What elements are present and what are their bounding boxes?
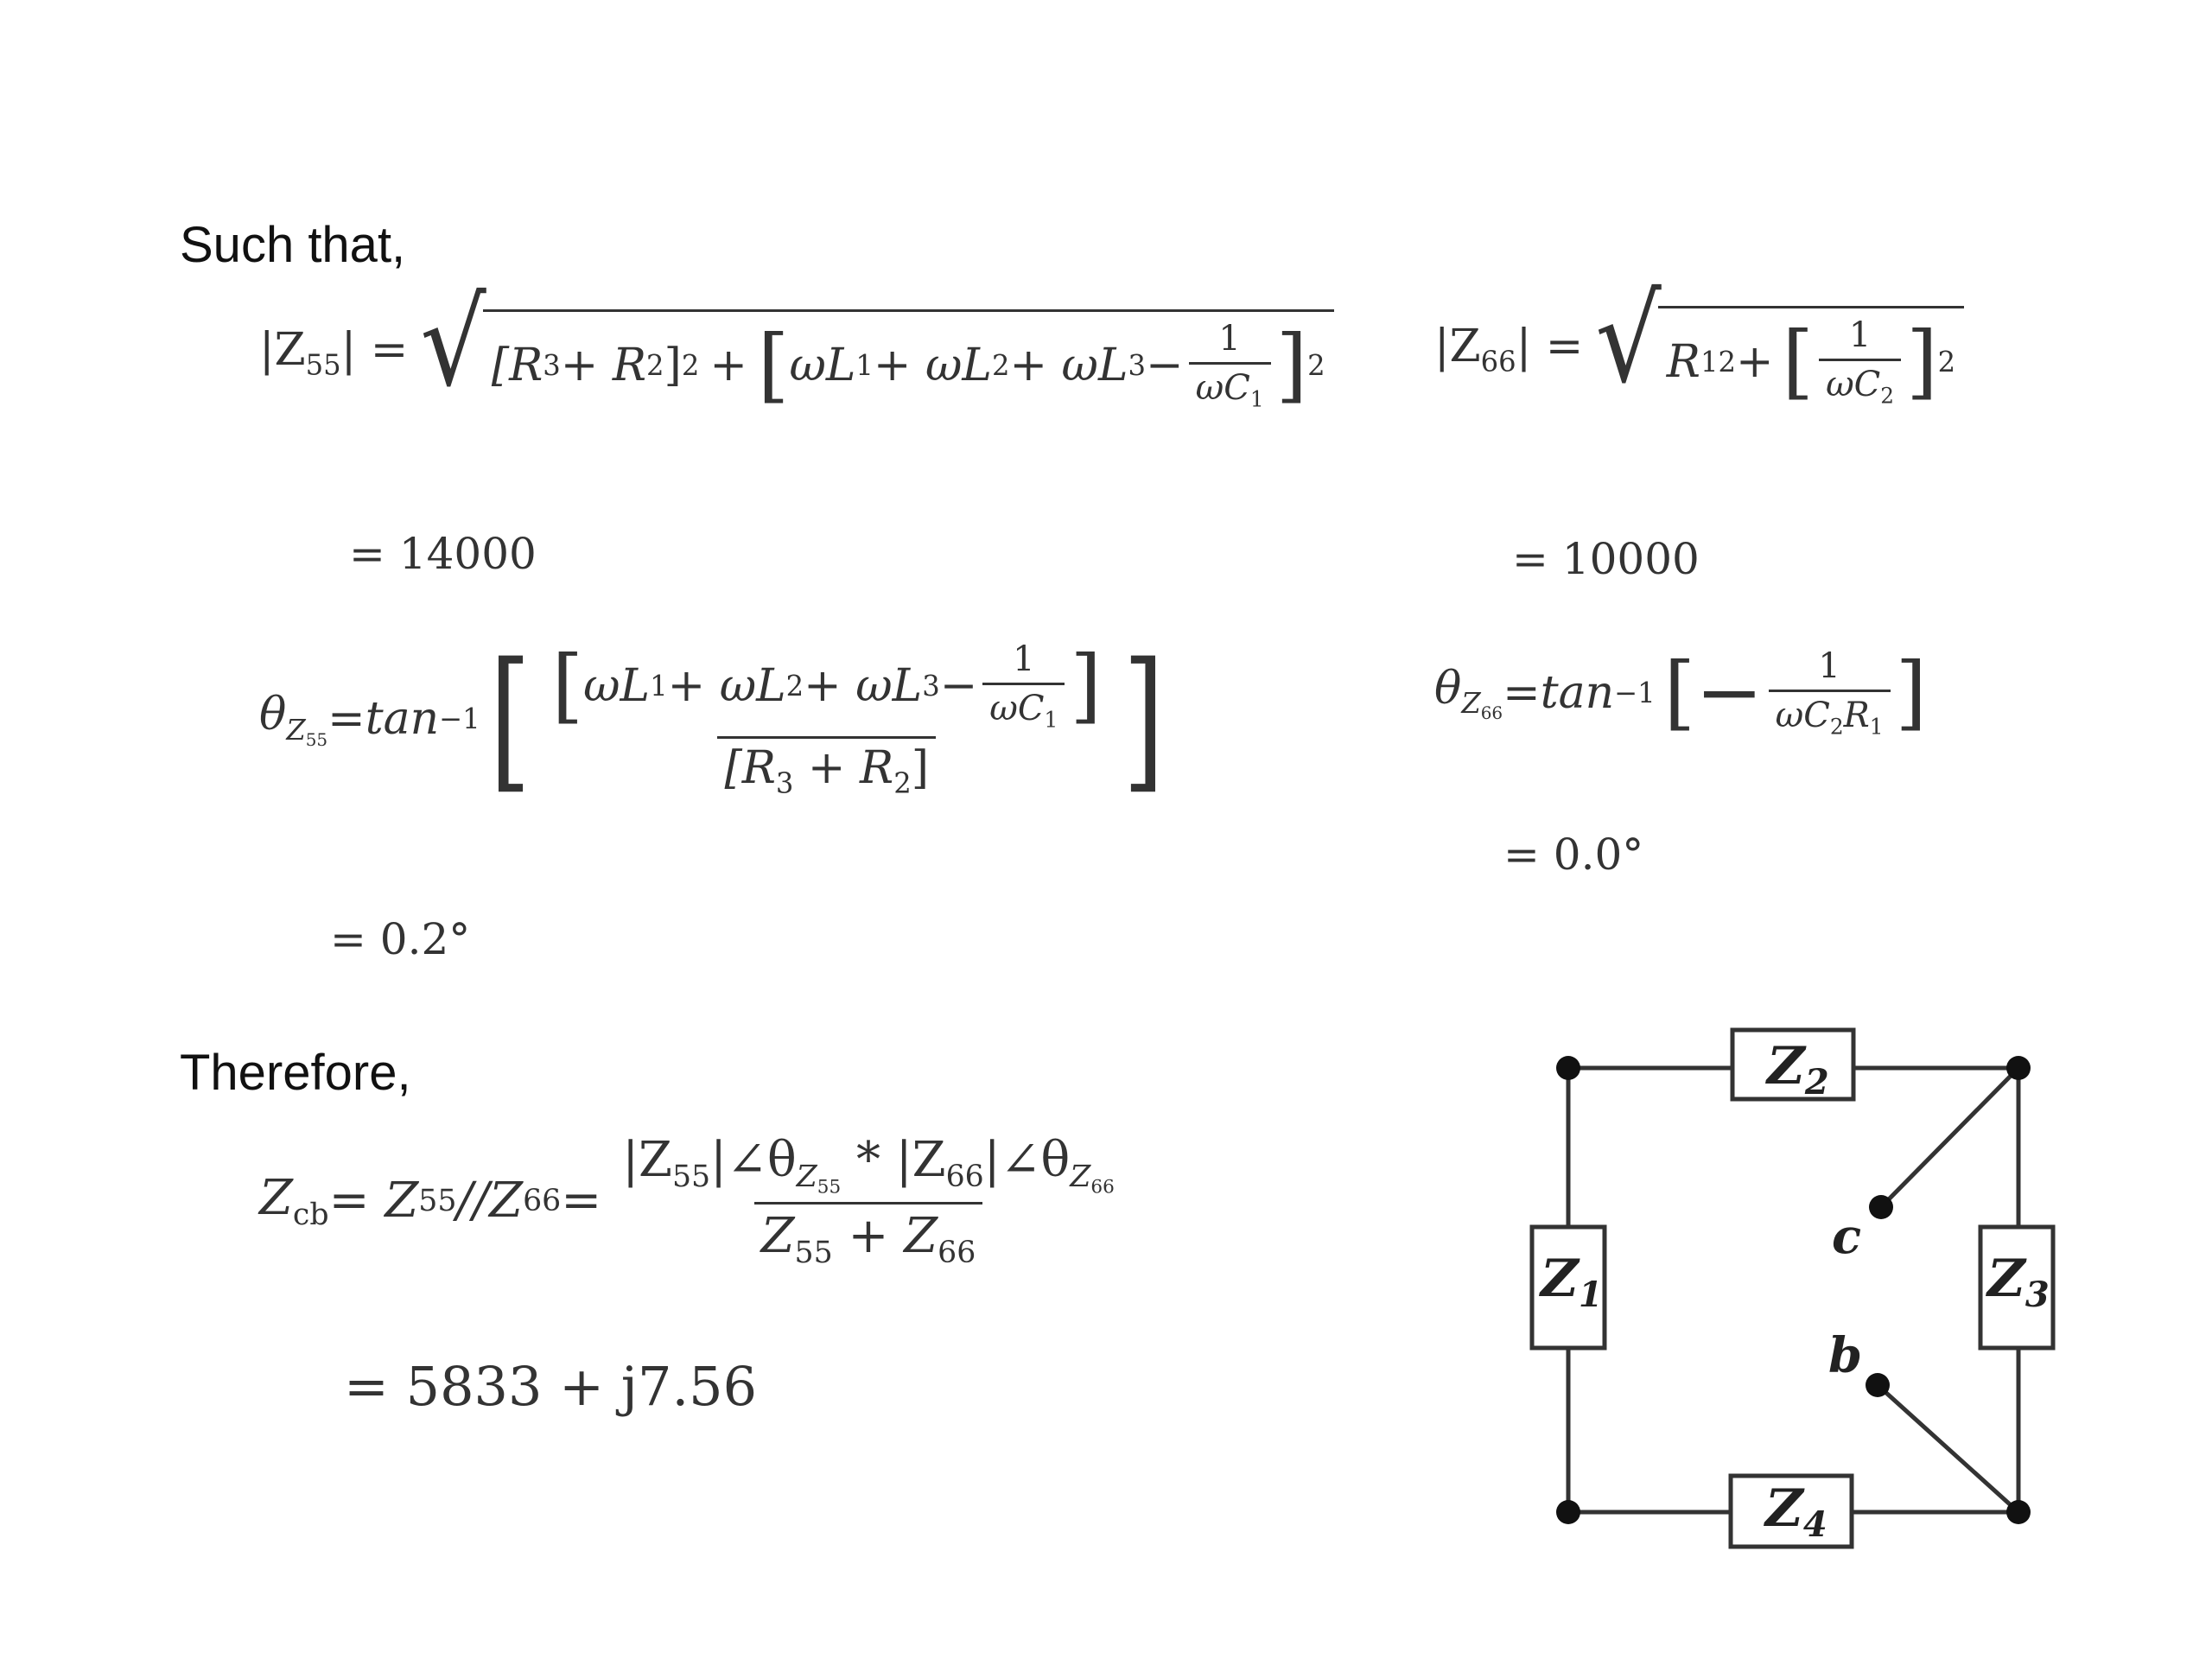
label-z3: Z3 (1986, 1249, 2050, 1315)
terminal-c (1869, 1195, 1893, 1219)
z66-magnitude-result: = 10000 (1512, 534, 1700, 584)
node-bottom-right (2006, 1500, 2031, 1524)
heading-therefore: Therefore, (180, 1045, 411, 1101)
label-z4: Z4 (1764, 1478, 1827, 1545)
node-top-right (2006, 1056, 2031, 1080)
zcb-lhs: Zcb (259, 1169, 329, 1232)
label-z2: Z2 (1765, 1036, 1829, 1103)
label-terminal-b: b (1828, 1327, 1862, 1384)
node-bottom-left (1556, 1500, 1580, 1524)
label-z1: Z1 (1539, 1249, 1603, 1315)
theta-z66-result: = 0.0° (1503, 830, 1644, 880)
heading-such-that: Such that, (180, 217, 406, 273)
node-top-left (1556, 1056, 1580, 1080)
z55-magnitude-result: = 14000 (349, 529, 537, 579)
wire-c-diagonal (1879, 1066, 2020, 1209)
theta-z55-result: = 0.2° (330, 914, 471, 964)
terminal-b (1866, 1373, 1890, 1397)
z55-lhs: |Z55| = (259, 324, 409, 382)
theta-z66-lhs: θZ66 (1434, 662, 1503, 723)
impedance-z4-box (1728, 1473, 1854, 1549)
impedance-z2-box (1730, 1027, 1856, 1102)
wire-b-diagonal (1876, 1383, 2020, 1514)
impedance-z3-box (1978, 1224, 2056, 1351)
label-terminal-c: c (1832, 1208, 1861, 1265)
zcb-result: = 5833 + j7.56 (344, 1355, 758, 1418)
impedance-z1-box (1529, 1224, 1607, 1351)
z66-lhs: |Z66| = (1434, 321, 1584, 378)
theta-z55-lhs: θZ55 (259, 689, 328, 750)
